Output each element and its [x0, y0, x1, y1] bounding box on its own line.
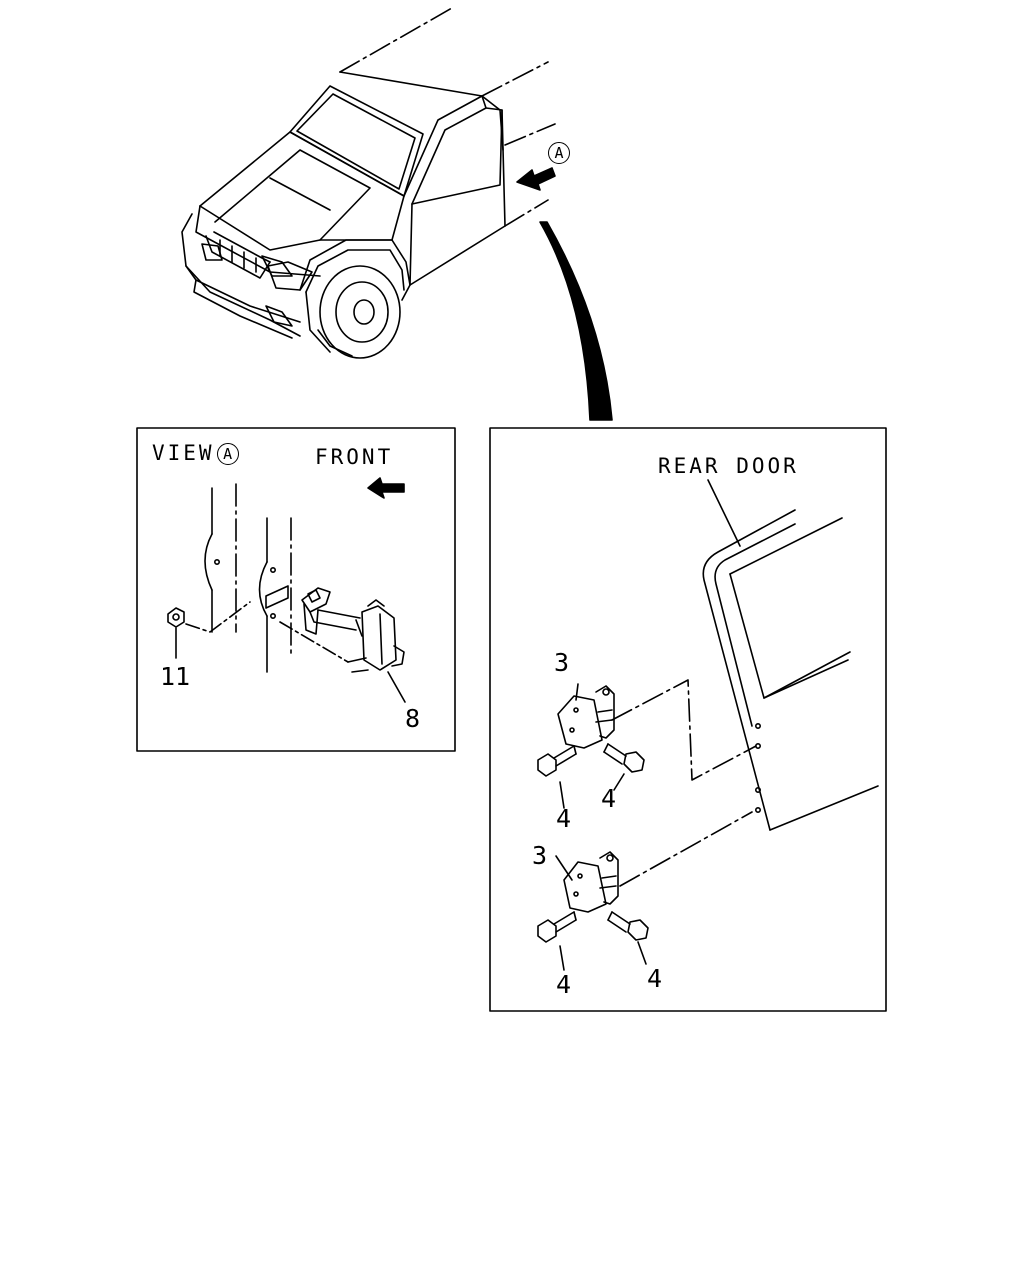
front-label: FRONT — [315, 445, 394, 469]
callout-4-lower-left: 4 — [556, 970, 572, 999]
lower-hinge — [556, 852, 618, 912]
view-a-marker-circle: A — [548, 142, 570, 164]
view-a-frame — [137, 428, 455, 751]
callout-4-upper-right: 4 — [601, 784, 617, 813]
view-a-marker: A — [548, 142, 570, 164]
vehicle-illustration — [182, 8, 612, 420]
rear-door-frame — [490, 428, 886, 1011]
view-a-panel — [137, 428, 455, 751]
upper-hinge — [558, 684, 614, 748]
view-a-label: VIEW — [152, 441, 215, 465]
view-a-title-marker: A — [216, 443, 239, 465]
callout-4-lower-right: 4 — [647, 964, 663, 993]
upper-bolts — [538, 744, 644, 808]
callout-8: 8 — [405, 704, 421, 733]
front-arrow-icon — [368, 478, 404, 498]
rear-door-panel — [490, 428, 886, 1011]
callout-3-upper: 3 — [554, 648, 570, 677]
callout-4-upper-left: 4 — [556, 804, 572, 833]
callout-11: 11 — [160, 662, 191, 691]
rear-door-label: REAR DOOR — [658, 454, 799, 478]
lower-bolts — [538, 912, 648, 970]
callout-3-lower: 3 — [532, 841, 548, 870]
